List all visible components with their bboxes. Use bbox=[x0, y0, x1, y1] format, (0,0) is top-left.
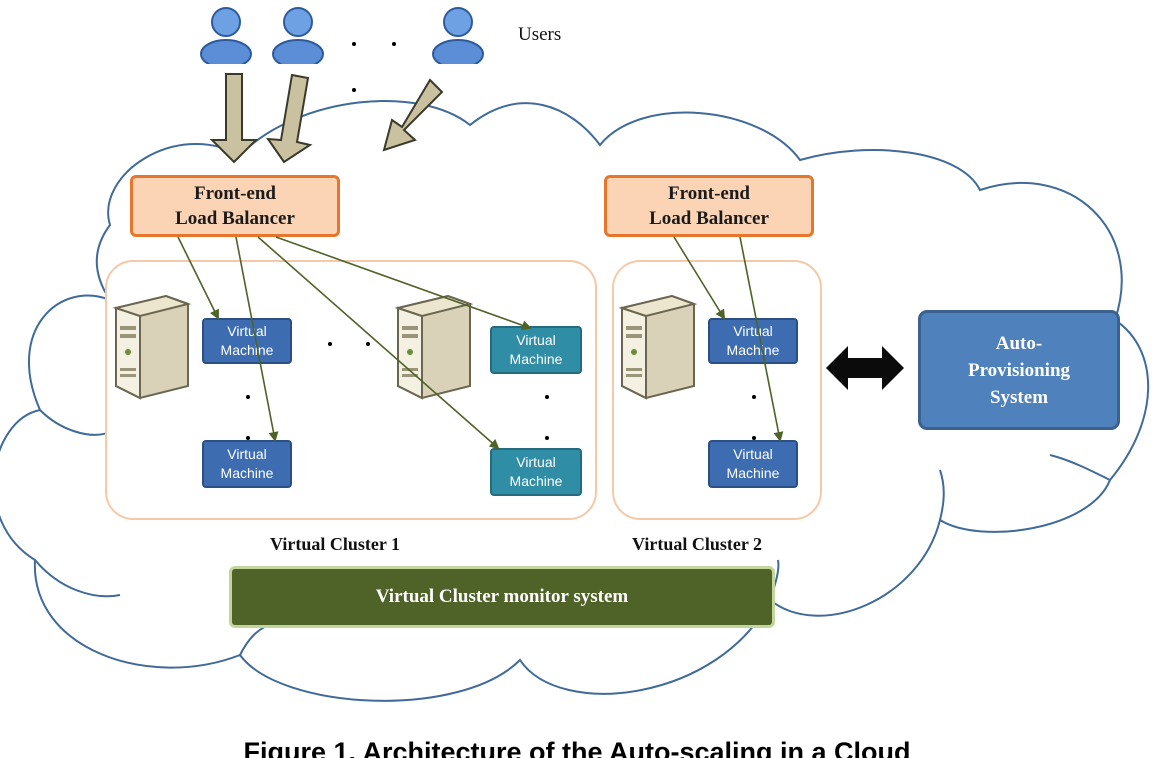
figure-caption: Figure 1. Architecture of the Auto-scali… bbox=[243, 737, 911, 758]
server-icon bbox=[618, 294, 698, 400]
users-label: Users bbox=[518, 24, 562, 45]
ellipsis-dot bbox=[366, 342, 370, 346]
vm-label-line2: Machine bbox=[509, 473, 563, 489]
ellipsis-dot bbox=[246, 436, 250, 440]
bidirectional-arrow-icon bbox=[826, 346, 904, 390]
ellipsis-dot bbox=[352, 88, 356, 92]
virtual-machine: Virtual Machine bbox=[708, 440, 798, 488]
vm-label-line1: Virtual bbox=[733, 446, 773, 462]
ellipsis-dot bbox=[328, 342, 332, 346]
vm-label-line2: Machine bbox=[726, 465, 780, 481]
virtual-machine: Virtual Machine bbox=[202, 318, 292, 364]
virtual-machine: Virtual Machine bbox=[490, 326, 582, 374]
ellipsis-dot bbox=[352, 42, 356, 46]
virtual-machine: Virtual Machine bbox=[202, 440, 292, 488]
monitor-label: Virtual Cluster monitor system bbox=[375, 586, 629, 607]
user-icon bbox=[432, 7, 484, 64]
vm-label-line2: Machine bbox=[220, 342, 274, 358]
vm-label-line1: Virtual bbox=[516, 454, 556, 470]
vm-label-line2: Machine bbox=[726, 342, 780, 358]
load-balancer-line1: Front-end bbox=[194, 183, 276, 204]
virtual-machine: Virtual Machine bbox=[490, 448, 582, 496]
user-icon bbox=[272, 7, 324, 64]
ellipsis-dot bbox=[545, 436, 549, 440]
server-icon bbox=[112, 294, 192, 400]
ellipsis-dot bbox=[752, 395, 756, 399]
virtual-cluster-2-label: Virtual Cluster 2 bbox=[632, 534, 762, 554]
virtual-cluster-1-label: Virtual Cluster 1 bbox=[270, 534, 400, 554]
ellipsis-dot bbox=[246, 395, 250, 399]
auto-provisioning-line3: System bbox=[989, 386, 1049, 408]
load-balancer-line2: Load Balancer bbox=[175, 208, 295, 229]
virtual-machine: Virtual Machine bbox=[708, 318, 798, 364]
vm-label-line1: Virtual bbox=[227, 323, 267, 339]
load-balancer-line2: Load Balancer bbox=[649, 208, 769, 229]
front-end-load-balancer: Front-end Load Balancer bbox=[130, 175, 340, 237]
vm-label-line2: Machine bbox=[509, 351, 563, 367]
vm-label-line1: Virtual bbox=[516, 332, 556, 348]
vm-label-line2: Machine bbox=[220, 465, 274, 481]
vm-label-line1: Virtual bbox=[227, 446, 267, 462]
auto-provisioning-line1: Auto- bbox=[995, 332, 1043, 354]
front-end-load-balancer: Front-end Load Balancer bbox=[604, 175, 814, 237]
ellipsis-dot bbox=[545, 395, 549, 399]
ellipsis-dot bbox=[392, 42, 396, 46]
virtual-cluster-monitor-system: Virtual Cluster monitor system bbox=[229, 566, 775, 628]
auto-provisioning-line2: Provisioning bbox=[967, 359, 1071, 381]
load-balancer-line1: Front-end bbox=[668, 183, 750, 204]
vm-label-line1: Virtual bbox=[733, 323, 773, 339]
ellipsis-dot bbox=[752, 436, 756, 440]
user-icon bbox=[200, 7, 252, 64]
auto-provisioning-system: Auto- Provisioning System bbox=[918, 310, 1120, 430]
